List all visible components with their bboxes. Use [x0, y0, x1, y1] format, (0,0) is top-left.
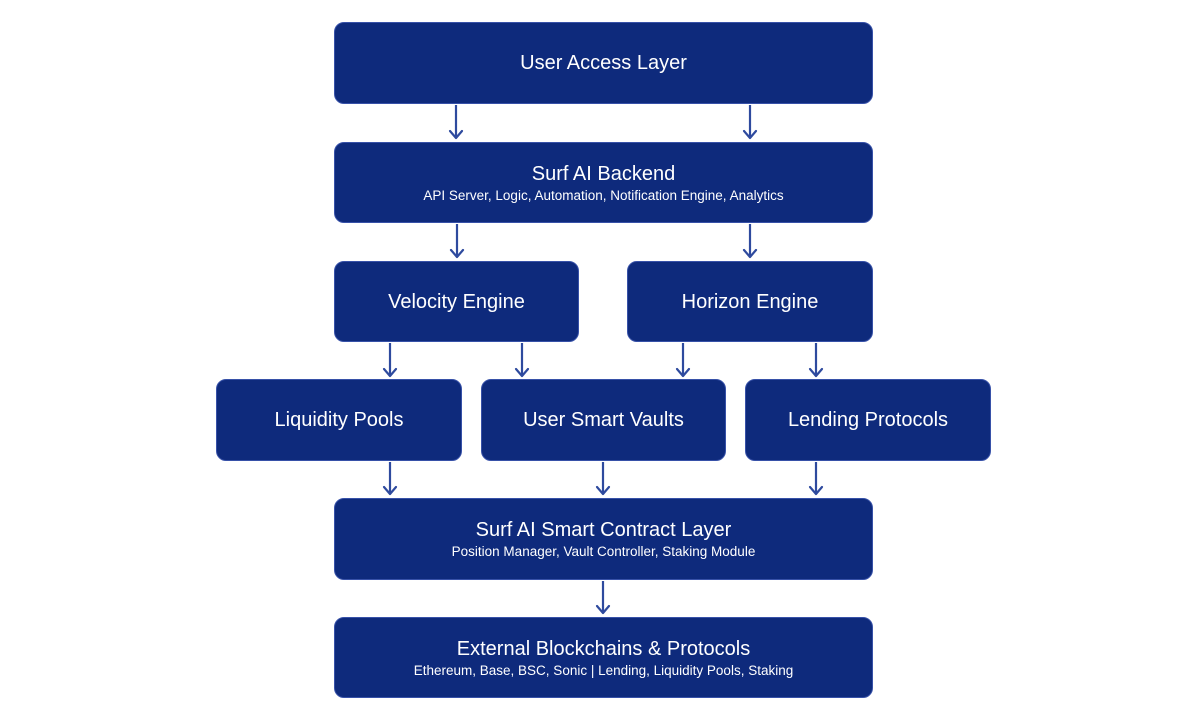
box-title: User Smart Vaults: [523, 409, 684, 431]
external-blockchains-box: External Blockchains & Protocols Ethereu…: [334, 617, 873, 698]
box-title: User Access Layer: [520, 52, 687, 74]
arrowhead: [514, 367, 530, 378]
box-title: Surf AI Backend: [531, 162, 676, 185]
box-title: External Blockchains & Protocols: [456, 637, 751, 660]
user-smart-vaults-box: User Smart Vaults: [481, 379, 726, 461]
arrowhead: [675, 367, 691, 378]
box-subtitle: Position Manager, Vault Controller, Stak…: [451, 544, 756, 559]
box-title: Lending Protocols: [787, 409, 949, 431]
box-title: Surf AI Smart Contract Layer: [475, 519, 732, 541]
arrowhead: [448, 129, 464, 140]
box-title: Liquidity Pools: [274, 409, 404, 431]
box-subtitle: API Server, Logic, Automation, Notificat…: [423, 187, 784, 203]
user-access-layer-box: User Access Layer: [334, 22, 873, 104]
arrowhead: [382, 367, 398, 378]
velocity-engine-box: Velocity Engine: [334, 261, 579, 342]
box-title: Horizon Engine: [681, 290, 819, 313]
horizon-engine-box: Horizon Engine: [627, 261, 873, 342]
liquidity-pools-box: Liquidity Pools: [216, 379, 462, 461]
smart-contract-layer-box: Surf AI Smart Contract Layer Position Ma…: [334, 498, 873, 580]
arrowhead: [382, 485, 398, 496]
lending-protocols-box: Lending Protocols: [745, 379, 991, 461]
arrowhead: [742, 248, 758, 259]
arrowhead: [742, 129, 758, 140]
arrowhead: [808, 367, 824, 378]
arrowhead: [595, 604, 611, 615]
arrowhead: [595, 485, 611, 496]
box-title: Velocity Engine: [388, 290, 525, 313]
surf-ai-backend-box: Surf AI Backend API Server, Logic, Autom…: [334, 142, 873, 223]
box-subtitle: Ethereum, Base, BSC, Sonic | Lending, Li…: [413, 662, 794, 678]
arrowhead: [449, 248, 465, 259]
arrowhead: [808, 485, 824, 496]
